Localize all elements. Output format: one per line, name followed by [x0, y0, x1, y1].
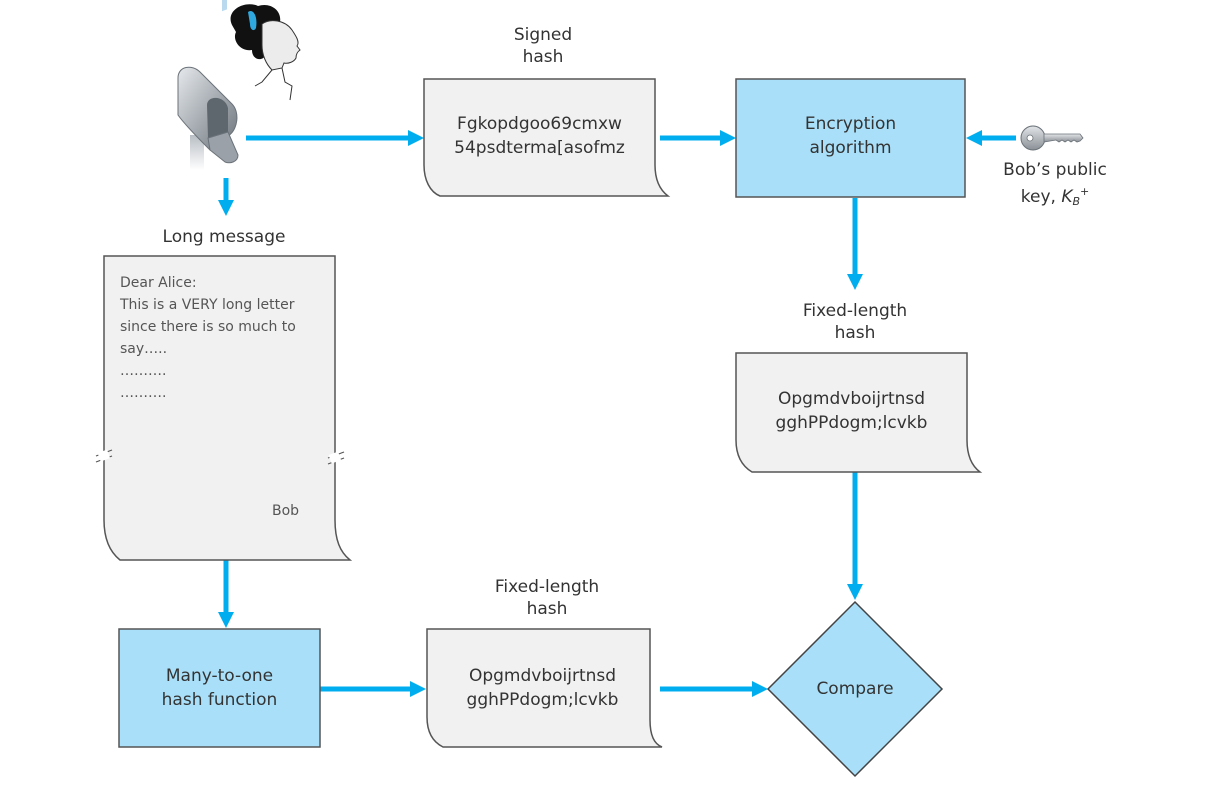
- computed-hash-title-line1: Fixed-length: [494, 577, 600, 597]
- encryption-label-line1: Encryption: [804, 114, 897, 134]
- computed-hash-document: [426, 628, 663, 748]
- compare-label: Compare: [816, 679, 894, 699]
- public-key-label-line2: key, KB+: [985, 181, 1125, 213]
- public-key-label-line1: Bob’s public: [1003, 160, 1107, 180]
- letter-line: say…..: [120, 341, 168, 357]
- decrypted-hash-value: Opgmdvboijrtnsd gghPPdogm;lcvkb: [736, 387, 967, 435]
- decrypted-hash-title-line1: Fixed-length: [802, 301, 908, 321]
- public-key-symbol: K: [1061, 187, 1073, 207]
- computed-hash-line1: Opgmdvboijrtnsd: [468, 666, 617, 686]
- hash-function-box: [118, 628, 321, 748]
- hash-function-label: Many-to-one hash function: [119, 664, 320, 712]
- arrow-head: [408, 130, 424, 146]
- arrows: [218, 130, 1016, 697]
- arrow-head: [410, 681, 426, 697]
- encryption-algorithm-box: [735, 78, 966, 198]
- long-message-title: Long message: [162, 227, 286, 247]
- hash-function-label-line2: hash function: [161, 690, 278, 710]
- signed-hash-value: Fgkopdgoo69cmxw 54psdterma[asofmz: [424, 112, 655, 160]
- letter-line: Dear Alice:: [120, 275, 197, 291]
- public-key-label: Bob’s public key, KB+: [985, 159, 1125, 213]
- key-icon: [1020, 125, 1084, 151]
- letter-signature: Bob: [272, 503, 300, 519]
- letter-line: ……….: [120, 385, 167, 401]
- compare-diamond: [766, 600, 944, 778]
- long-message-document: [103, 255, 353, 561]
- arrow-head: [752, 681, 768, 697]
- letter-line: ……….: [120, 363, 167, 379]
- signed-hash-line1: Fgkopdgoo69cmxw: [457, 114, 622, 134]
- public-key-superscript: +: [1080, 185, 1090, 198]
- computed-hash-line2: gghPPdogm;lcvkb: [466, 690, 619, 710]
- decrypted-hash-line1: Opgmdvboijrtnsd: [777, 389, 926, 409]
- signed-hash-title: Signed hash: [493, 24, 593, 68]
- arrow-head: [966, 130, 982, 146]
- arrow-head: [218, 612, 234, 628]
- encryption-label: Encryption algorithm: [736, 112, 965, 160]
- letter-body: Dear Alice: This is a VERY long letter s…: [120, 272, 296, 404]
- computed-hash-title: Fixed-length hash: [472, 576, 622, 620]
- computed-hash-title-line2: hash: [526, 599, 568, 619]
- arrow-head: [847, 274, 863, 290]
- signed-hash-document: [423, 78, 671, 197]
- signed-hash-title-line1: Signed: [513, 25, 573, 45]
- arrow-head: [720, 130, 736, 146]
- computed-hash-value: Opgmdvboijrtnsd gghPPdogm;lcvkb: [427, 664, 658, 712]
- encryption-label-line2: algorithm: [809, 138, 892, 158]
- hash-function-label-line1: Many-to-one: [165, 666, 274, 686]
- alice-head-icon: [230, 4, 301, 101]
- letter-line: since there is so much to: [120, 319, 296, 335]
- mailbox-icon: [177, 0, 239, 170]
- public-key-prefix: key,: [1020, 187, 1062, 207]
- decrypted-hash-line2: gghPPdogm;lcvkb: [775, 413, 928, 433]
- letter-line: This is a VERY long letter: [120, 297, 295, 313]
- decrypted-hash-title: Fixed-length hash: [780, 300, 930, 344]
- public-key-subscript: B: [1072, 195, 1081, 208]
- arrow-head: [218, 200, 234, 216]
- decrypted-hash-document: [735, 352, 983, 473]
- decrypted-hash-title-line2: hash: [834, 323, 876, 343]
- arrow-head: [847, 584, 863, 600]
- signed-hash-line2: 54psdterma[asofmz: [454, 138, 625, 158]
- signed-hash-title-line2: hash: [522, 47, 564, 67]
